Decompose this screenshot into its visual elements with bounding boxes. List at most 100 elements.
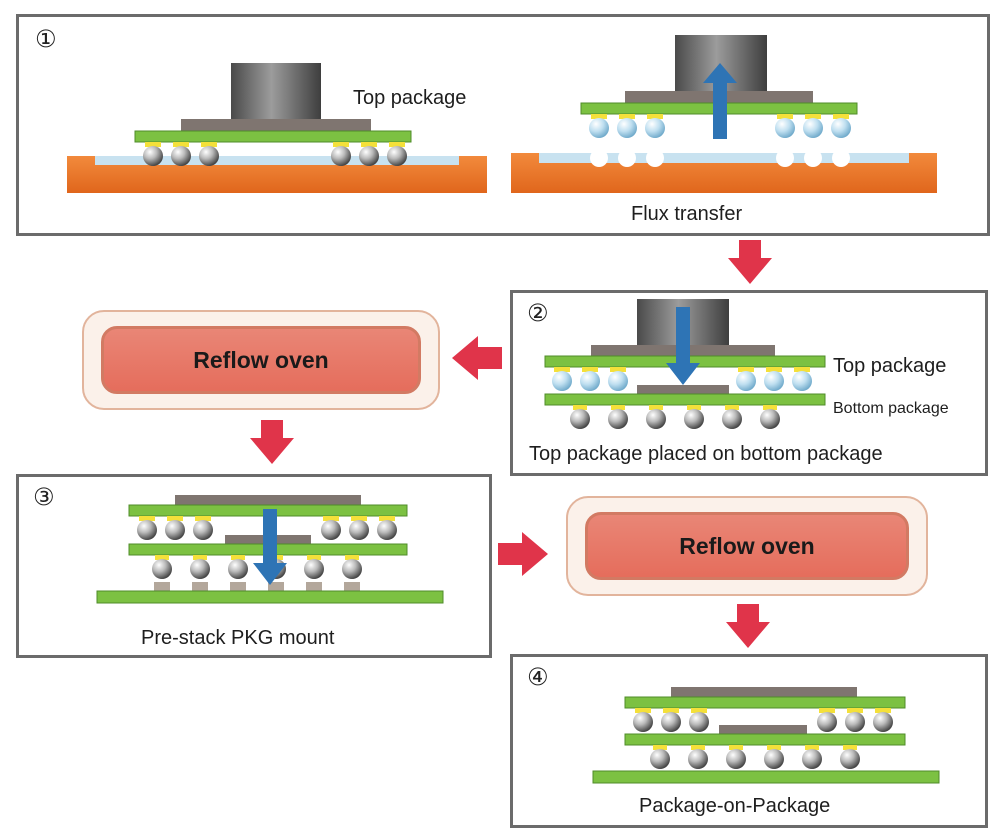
top-substrate	[624, 696, 906, 709]
up-arrow-icon	[703, 63, 737, 139]
solder-ball-icon	[589, 118, 609, 138]
step-4-illustration	[592, 687, 940, 784]
solder-ball-icon	[359, 146, 379, 166]
solder-ball-icon	[840, 749, 860, 769]
solder-ball-icon	[645, 118, 665, 138]
step-3-number: ③	[33, 483, 55, 511]
step-3-panel: ③ Pre-stack PKG mount	[16, 474, 492, 658]
step-4-panel: ④ Package-on-Package	[510, 654, 988, 828]
step-1-illustration	[67, 35, 937, 193]
process-arrow-3-to-oven	[498, 532, 548, 576]
pcb-board	[592, 770, 940, 784]
step-1-number: ①	[35, 25, 57, 53]
die-icon	[671, 687, 857, 697]
bottom-package-balls	[570, 405, 780, 429]
step-1-top-package-label: Top package	[353, 87, 467, 109]
solder-ball-icon	[802, 749, 822, 769]
step-1-panel: ① Top package Flux transfer	[16, 14, 990, 236]
reflow-oven-2-label: Reflow oven	[585, 512, 909, 580]
flux-layer	[539, 153, 909, 163]
pop-bottom-joints	[650, 745, 860, 769]
solder-ball-icon	[143, 146, 163, 166]
solder-ball-icon	[646, 409, 666, 429]
solder-ball-icon	[552, 371, 572, 391]
process-arrow-icon	[728, 240, 772, 284]
solder-ball-icon	[570, 409, 590, 429]
solder-ball-icon	[817, 712, 837, 732]
process-arrow-oven-to-4	[726, 604, 770, 648]
process-arrow-2-to-oven	[452, 336, 502, 380]
solder-ball-icon	[831, 118, 851, 138]
solder-ball-icon	[764, 371, 784, 391]
pop-top-joints	[633, 708, 893, 732]
flux-tray-icon	[67, 156, 487, 193]
down-arrow-icon	[666, 307, 700, 385]
pcb-board	[96, 590, 444, 604]
solder-ball-icon	[722, 409, 742, 429]
step-3-caption: Pre-stack PKG mount	[141, 627, 335, 649]
solder-ball-icon	[760, 409, 780, 429]
pickup-head-left	[231, 63, 321, 121]
solder-ball-icon	[608, 371, 628, 391]
step-2-caption: Top package placed on bottom package	[529, 443, 883, 465]
bottom-die	[719, 725, 807, 734]
solder-ball-icon	[321, 520, 341, 540]
bottom-die	[637, 385, 729, 394]
flux-coated-balls	[589, 114, 851, 138]
solder-ball-icon	[580, 371, 600, 391]
die-icon	[175, 495, 361, 505]
step-2-illustration	[544, 299, 826, 429]
solder-ball-icon	[193, 520, 213, 540]
flux-tray-right	[511, 149, 937, 193]
solder-ball-icon	[331, 146, 351, 166]
solder-ball-icon	[633, 712, 653, 732]
solder-ball-icon	[873, 712, 893, 732]
solder-balls-left	[143, 142, 407, 166]
process-arrow-icon	[452, 336, 502, 380]
reflow-oven-1: Reflow oven	[82, 310, 440, 410]
solder-ball-icon	[165, 520, 185, 540]
solder-ball-icon	[199, 146, 219, 166]
substrate-icon	[134, 130, 412, 143]
solder-ball-icon	[617, 118, 637, 138]
solder-ball-icon	[190, 559, 210, 579]
process-arrow-icon	[250, 420, 294, 464]
process-arrow-1-to-2	[728, 240, 772, 284]
solder-ball-icon	[650, 749, 670, 769]
solder-ball-icon	[684, 409, 704, 429]
step-2-top-package-label: Top package	[833, 355, 947, 377]
solder-ball-icon	[803, 118, 823, 138]
solder-ball-icon	[342, 559, 362, 579]
solder-ball-icon	[377, 520, 397, 540]
solder-ball-icon	[736, 371, 756, 391]
reflow-oven-1-label: Reflow oven	[101, 326, 421, 394]
solder-ball-icon	[792, 371, 812, 391]
step-4-number: ④	[527, 663, 549, 691]
bottom-substrate	[544, 393, 826, 406]
step-4-caption: Package-on-Package	[639, 795, 831, 817]
solder-ball-icon	[689, 712, 709, 732]
solder-ball-icon	[726, 749, 746, 769]
step-1-caption: Flux transfer	[631, 203, 743, 225]
top-package-balls	[552, 367, 812, 391]
solder-ball-icon	[387, 146, 407, 166]
solder-ball-icon	[349, 520, 369, 540]
solder-ball-icon	[661, 712, 681, 732]
board-paste-pads	[154, 582, 360, 591]
solder-ball-icon	[137, 520, 157, 540]
solder-ball-icon	[764, 749, 784, 769]
step-2-bottom-package-label: Bottom package	[833, 400, 949, 417]
process-arrow-icon	[726, 604, 770, 648]
flux-tray-left	[67, 156, 487, 193]
bottom-substrate	[624, 733, 906, 746]
solder-ball-icon	[152, 559, 172, 579]
pre-stack-top-balls	[137, 516, 397, 540]
process-arrow-oven-to-3	[250, 420, 294, 464]
solder-ball-icon	[304, 559, 324, 579]
reflow-oven-2: Reflow oven	[566, 496, 928, 596]
solder-ball-icon	[688, 749, 708, 769]
solder-ball-icon	[228, 559, 248, 579]
solder-ball-icon	[845, 712, 865, 732]
solder-ball-icon	[608, 409, 628, 429]
solder-ball-icon	[171, 146, 191, 166]
